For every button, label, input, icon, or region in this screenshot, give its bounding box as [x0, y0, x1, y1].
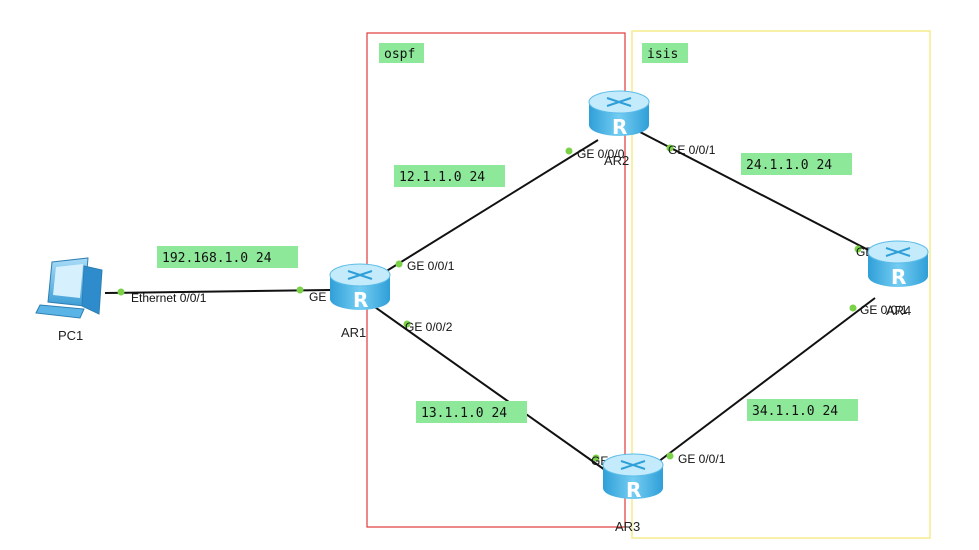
port-dot-pc1-eth001 [117, 288, 125, 296]
port-label-ar1-ge001: GE 0/0/1 [407, 259, 455, 273]
svg-text:R: R [612, 115, 627, 139]
svg-text:R: R [353, 288, 368, 312]
port-label-ar3-ge001: GE 0/0/1 [678, 452, 726, 466]
network-label-ar1-ar3: 13.1.1.0 24 [421, 406, 507, 421]
area-isis-label-bg [642, 43, 688, 63]
link-ar2-ar4 [639, 131, 879, 256]
port-dot-ar1-ge000 [296, 286, 304, 294]
network-labels: 192.168.1.0 24 12.1.1.0 24 13.1.1.0 24 2… [157, 153, 858, 423]
port-dot-ar2-ge001 [666, 144, 674, 152]
svg-text:R: R [626, 478, 641, 502]
port-dot-ar1-ge001 [395, 260, 403, 268]
port-label-ar1-ge002: GE 0/0/2 [405, 320, 453, 334]
link-pc1-ar1 [104, 289, 331, 294]
device-pc1[interactable]: PC1 [35, 257, 103, 343]
links [104, 131, 879, 471]
network-label-ar3-ar4: 34.1.1.0 24 [752, 404, 838, 419]
network-label-bg [157, 246, 298, 268]
link-ar1-ar3 [371, 304, 606, 471]
device-ar1[interactable]: R AR1 [329, 263, 391, 340]
area-ospf-label-bg [379, 43, 424, 63]
area-isis-label: isis [647, 47, 678, 62]
device-ar2[interactable]: R AR2 [588, 90, 650, 168]
device-label-pc1: PC1 [58, 328, 83, 343]
network-label-bg [747, 399, 858, 421]
router-icon: R [867, 240, 929, 289]
svg-text:R: R [891, 265, 906, 289]
device-ar4[interactable]: R AR4 [867, 240, 929, 318]
area-isis: isis [631, 30, 931, 539]
area-ospf-border [366, 32, 626, 528]
network-label-bg [741, 153, 852, 175]
network-label-bg [394, 165, 505, 187]
area-ospf-label: ospf [384, 47, 415, 62]
port-dot-ar1-ge002 [403, 320, 411, 328]
network-label-ar1-ar2: 12.1.1.0 24 [399, 170, 485, 185]
port-dot-ar4-ge001 [849, 304, 857, 312]
port-dot-ar4-ge000 [854, 245, 862, 253]
device-label-ar1: AR1 [341, 325, 366, 340]
link-ar3-ar4 [649, 297, 876, 469]
pc-icon [35, 257, 103, 319]
device-label-ar3: AR3 [615, 519, 640, 534]
port-dot-ar3-ge000 [592, 454, 600, 462]
network-label-bg [416, 401, 527, 423]
port-label-ar4-ge001: GE 0/0/1 [860, 303, 908, 317]
port-label-ar2-ge000: GE 0/0/0 [577, 147, 625, 161]
device-label-ar4: AR4 [886, 303, 911, 318]
device-label-ar2: AR2 [604, 153, 629, 168]
network-label-ar2-ar4: 24.1.1.0 24 [746, 158, 832, 173]
link-ar1-ar2 [371, 139, 599, 281]
router-icon: R [588, 90, 650, 139]
port-label-pc1-eth001: Ethernet 0/0/1 [131, 291, 207, 305]
network-label-pc1-ar1: 192.168.1.0 24 [162, 251, 272, 266]
device-ar3[interactable]: R AR3 [602, 453, 664, 534]
port-label-ar2-ge001: GE 0/0/1 [668, 143, 716, 157]
area-ospf: ospf [366, 32, 626, 528]
area-isis-border [631, 30, 931, 539]
port-dot-ar3-ge001 [666, 452, 674, 460]
router-icon: R [602, 453, 664, 502]
port-dots [117, 144, 862, 462]
router-icon: R [329, 263, 391, 312]
port-dot-ar2-ge000 [565, 147, 573, 155]
